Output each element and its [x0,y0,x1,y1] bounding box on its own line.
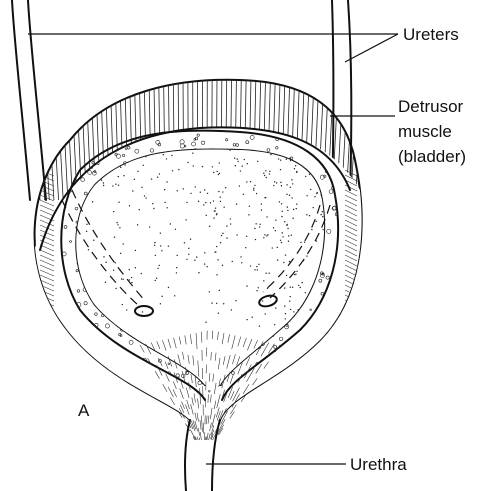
left-ureter-outer [12,0,30,200]
detrusor-label-line1: Detrusor [398,97,464,116]
detrusor-label-line3: (bladder) [398,147,466,166]
ureters-label: Ureters [403,25,459,44]
detrusor-label-line2: muscle [398,122,452,141]
urethra-label: Urethra [350,455,407,474]
right-ureter-inner [348,0,351,200]
left-ureter-inner [28,0,46,200]
panel-label: A [78,401,90,420]
